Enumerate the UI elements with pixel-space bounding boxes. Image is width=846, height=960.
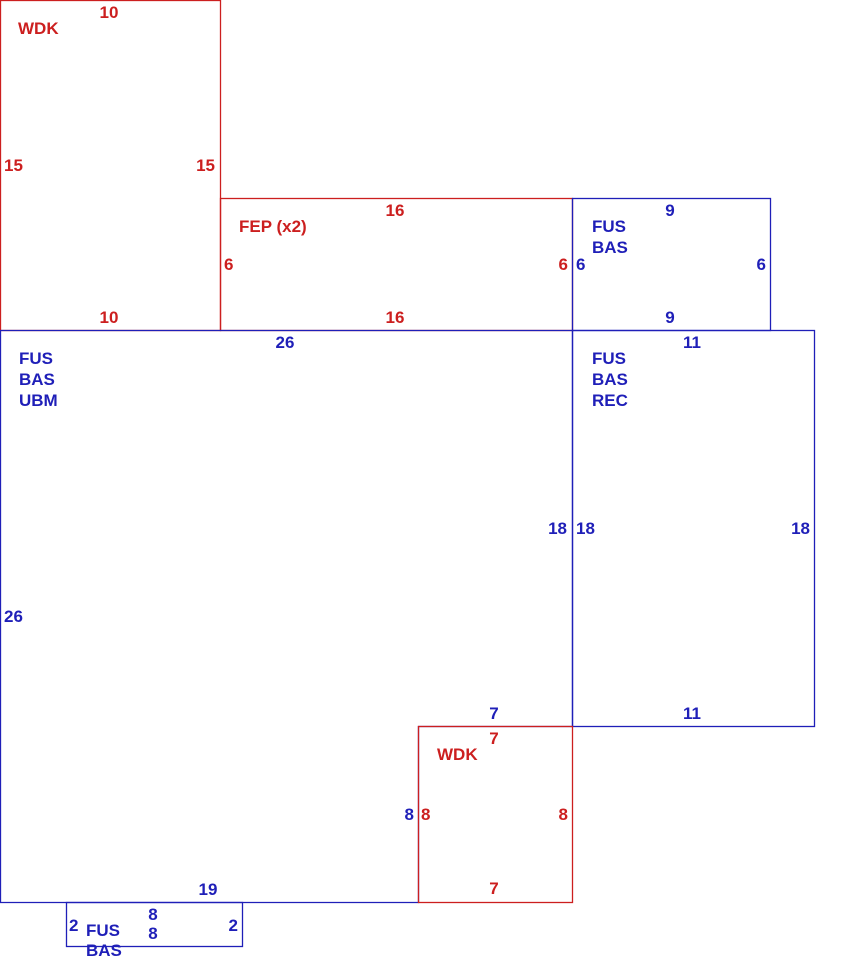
- area-outlines: [0, 0, 816, 948]
- fus-bas-bottom-area: FUS BAS 8 8 2 2: [69, 905, 238, 960]
- fus-bas-bottom-label-1: FUS: [86, 921, 120, 940]
- fus-bas-rec-dim-right: 18: [791, 519, 810, 538]
- fus-bas-rec-label-2: BAS: [592, 370, 628, 389]
- wdk-top-dim-top: 10: [100, 3, 119, 22]
- fus-bas-ubm-dim-top: 26: [276, 333, 295, 352]
- fus-bas-rec-outline: [571, 329, 816, 728]
- fep-area: FEP (x2) 16 6 6 16: [224, 201, 568, 327]
- fus-bas-rec-area: FUS BAS REC 11 18 18 11: [576, 333, 810, 723]
- fus-bas-ubm-dim-left: 26: [4, 607, 23, 626]
- wdk-top-label: WDK: [18, 19, 59, 38]
- fep-dim-bottom: 16: [386, 308, 405, 327]
- wdk-bottom-outline: [417, 725, 574, 904]
- fep-dim-left: 6: [224, 255, 233, 274]
- wdk-bottom-dim-top: 7: [489, 729, 498, 748]
- fus-bas-top-dim-bottom: 9: [665, 308, 674, 327]
- fus-bas-bottom-dim-top: 8: [148, 905, 157, 924]
- fep-label: FEP (x2): [239, 217, 307, 236]
- fus-bas-ubm-outline: [0, 329, 574, 904]
- wdk-bottom-area: WDK 7 8 8 7: [421, 729, 568, 898]
- wdk-bottom-dim-right: 8: [559, 805, 568, 824]
- fus-bas-bottom-dim-left: 2: [69, 916, 78, 935]
- fus-bas-ubm-label-1: FUS: [19, 349, 53, 368]
- wdk-bottom-label: WDK: [437, 745, 478, 764]
- fus-bas-rec-label-3: REC: [592, 391, 628, 410]
- fus-bas-rec-label-1: FUS: [592, 349, 626, 368]
- fus-bas-ubm-label-2: BAS: [19, 370, 55, 389]
- wdk-top-dim-bottom: 10: [100, 308, 119, 327]
- wdk-top-dim-right: 15: [196, 156, 215, 175]
- fus-bas-bottom-outline: [65, 901, 244, 948]
- fus-bas-ubm-dim-bottom: 19: [199, 880, 218, 899]
- fus-bas-top-dim-left: 6: [576, 255, 585, 274]
- fep-dim-top: 16: [386, 201, 405, 220]
- fus-bas-bottom-label-2: BAS: [86, 941, 122, 960]
- wdk-top-dim-left: 15: [4, 156, 23, 175]
- fus-bas-bottom-dim-right: 2: [229, 916, 238, 935]
- fus-bas-ubm-dim-notch-top: 7: [489, 704, 498, 723]
- fus-bas-bottom-dim-bottom: 8: [148, 924, 157, 943]
- fep-dim-right: 6: [559, 255, 568, 274]
- fus-bas-top-dim-top: 9: [665, 201, 674, 220]
- fus-bas-top-label-1: FUS: [592, 217, 626, 236]
- fus-bas-rec-dim-left: 18: [576, 519, 595, 538]
- fus-bas-ubm-label-3: UBM: [19, 391, 58, 410]
- fus-bas-rec-dim-bottom: 11: [683, 704, 701, 723]
- fus-bas-top-area: FUS BAS 9 6 6 9: [576, 201, 766, 327]
- wdk-top-outline: [0, 0, 222, 332]
- fus-bas-top-label-2: BAS: [592, 238, 628, 257]
- wdk-top-area: WDK 10 15 15 10: [4, 3, 215, 327]
- fus-bas-top-dim-right: 6: [757, 255, 766, 274]
- fus-bas-ubm-area: FUS BAS UBM 26 26 18 7 8 19: [4, 333, 567, 899]
- fus-bas-ubm-dim-notch-side: 8: [405, 805, 414, 824]
- fus-bas-rec-dim-top: 11: [683, 333, 701, 352]
- wdk-bottom-dim-left: 8: [421, 805, 430, 824]
- wdk-bottom-dim-bottom: 7: [489, 879, 498, 898]
- fus-bas-ubm-dim-inner-right: 18: [548, 519, 567, 538]
